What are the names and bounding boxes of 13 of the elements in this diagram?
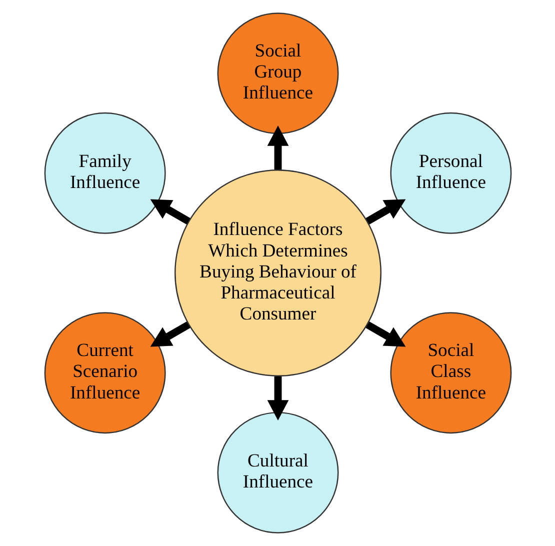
arrow	[266, 126, 288, 170]
node-circle: Cultural Influence	[216, 412, 338, 534]
node-circle: Personal Influence	[390, 112, 512, 234]
arrow	[365, 199, 406, 225]
arrow	[266, 376, 288, 420]
arrow	[150, 321, 190, 347]
arrow	[365, 321, 406, 347]
node-circle: Family Influence	[44, 112, 166, 234]
node-circle: Influence Factors Which Determines Buying Behaviour of Pharmaceutical Consumer	[174, 170, 381, 376]
node-circle: Social Group Influence	[216, 12, 338, 134]
node-circle: Social Class Influence	[390, 312, 512, 434]
node-circle: Current Scenario Influence	[44, 312, 166, 434]
arrow	[150, 199, 190, 225]
